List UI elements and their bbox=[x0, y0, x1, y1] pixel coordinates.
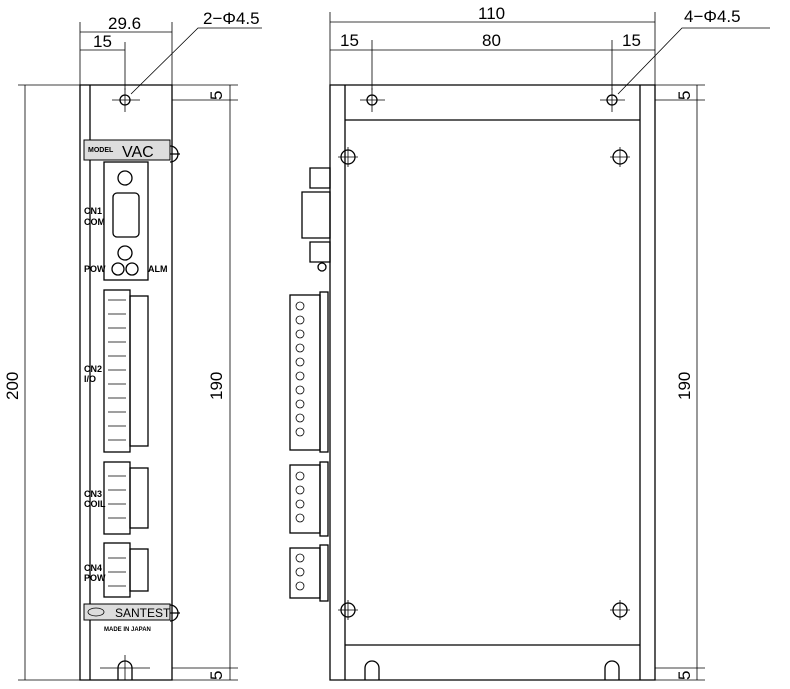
cn2-sub-label: I/O bbox=[84, 374, 96, 384]
cn2-label: CN2 bbox=[84, 364, 102, 374]
hole-offset-label: 15 bbox=[93, 32, 112, 51]
model-name: VAC bbox=[122, 144, 154, 161]
top-margin-label: 5 bbox=[207, 91, 226, 100]
cn2-connector bbox=[103, 289, 149, 453]
screws bbox=[338, 147, 630, 620]
cn3-sub-label: COIL bbox=[84, 499, 106, 509]
bottom-margin-label: 5 bbox=[207, 671, 226, 680]
logo bbox=[87, 607, 105, 617]
alm-label: ALM bbox=[148, 264, 168, 274]
front-view: MODEL VAC CN1 COM POW ALM CN2 I/O CN3 CO… bbox=[3, 9, 262, 681]
bottom-margin-label: 5 bbox=[675, 671, 694, 680]
cn3-label: CN3 bbox=[84, 489, 102, 499]
cn4-sub-label: POW bbox=[84, 573, 106, 583]
hole-pitch-label: 80 bbox=[482, 31, 501, 50]
cn1-label: CN1 bbox=[84, 206, 102, 216]
cn1-sub-label: COM bbox=[84, 217, 105, 227]
model-plate bbox=[83, 139, 171, 161]
origin-label: MADE IN JAPAN bbox=[104, 627, 151, 633]
height-total-label: 200 bbox=[3, 372, 22, 400]
cn3-side bbox=[289, 464, 321, 534]
hole-pitch-label: 190 bbox=[207, 372, 226, 400]
cn2-side bbox=[289, 294, 321, 451]
width-total-label: 29.6 bbox=[108, 14, 141, 33]
top-margin-label: 5 bbox=[675, 91, 694, 100]
left-offset-label: 15 bbox=[340, 31, 359, 50]
model-label: MODEL bbox=[88, 147, 114, 154]
cn4-connector bbox=[103, 542, 149, 598]
brand-label: SANTEST bbox=[115, 606, 171, 620]
hole-note: 4−Φ4.5 bbox=[684, 7, 741, 26]
hole-pitch-v-label: 190 bbox=[675, 372, 694, 400]
side-view: 110 15 80 15 4−Φ4.5 190 5 5 bbox=[289, 4, 770, 681]
cn1-connector bbox=[103, 161, 149, 281]
cn4-label: CN4 bbox=[84, 563, 102, 573]
brand-plate bbox=[83, 603, 171, 621]
width-total-label: 110 bbox=[478, 4, 505, 23]
hole-note: 2−Φ4.5 bbox=[203, 9, 260, 28]
cn1-side bbox=[301, 167, 331, 263]
cn4-side bbox=[289, 547, 321, 599]
right-offset-label: 15 bbox=[622, 31, 641, 50]
cn3-connector bbox=[103, 461, 149, 535]
pow-label: POW bbox=[84, 264, 106, 274]
